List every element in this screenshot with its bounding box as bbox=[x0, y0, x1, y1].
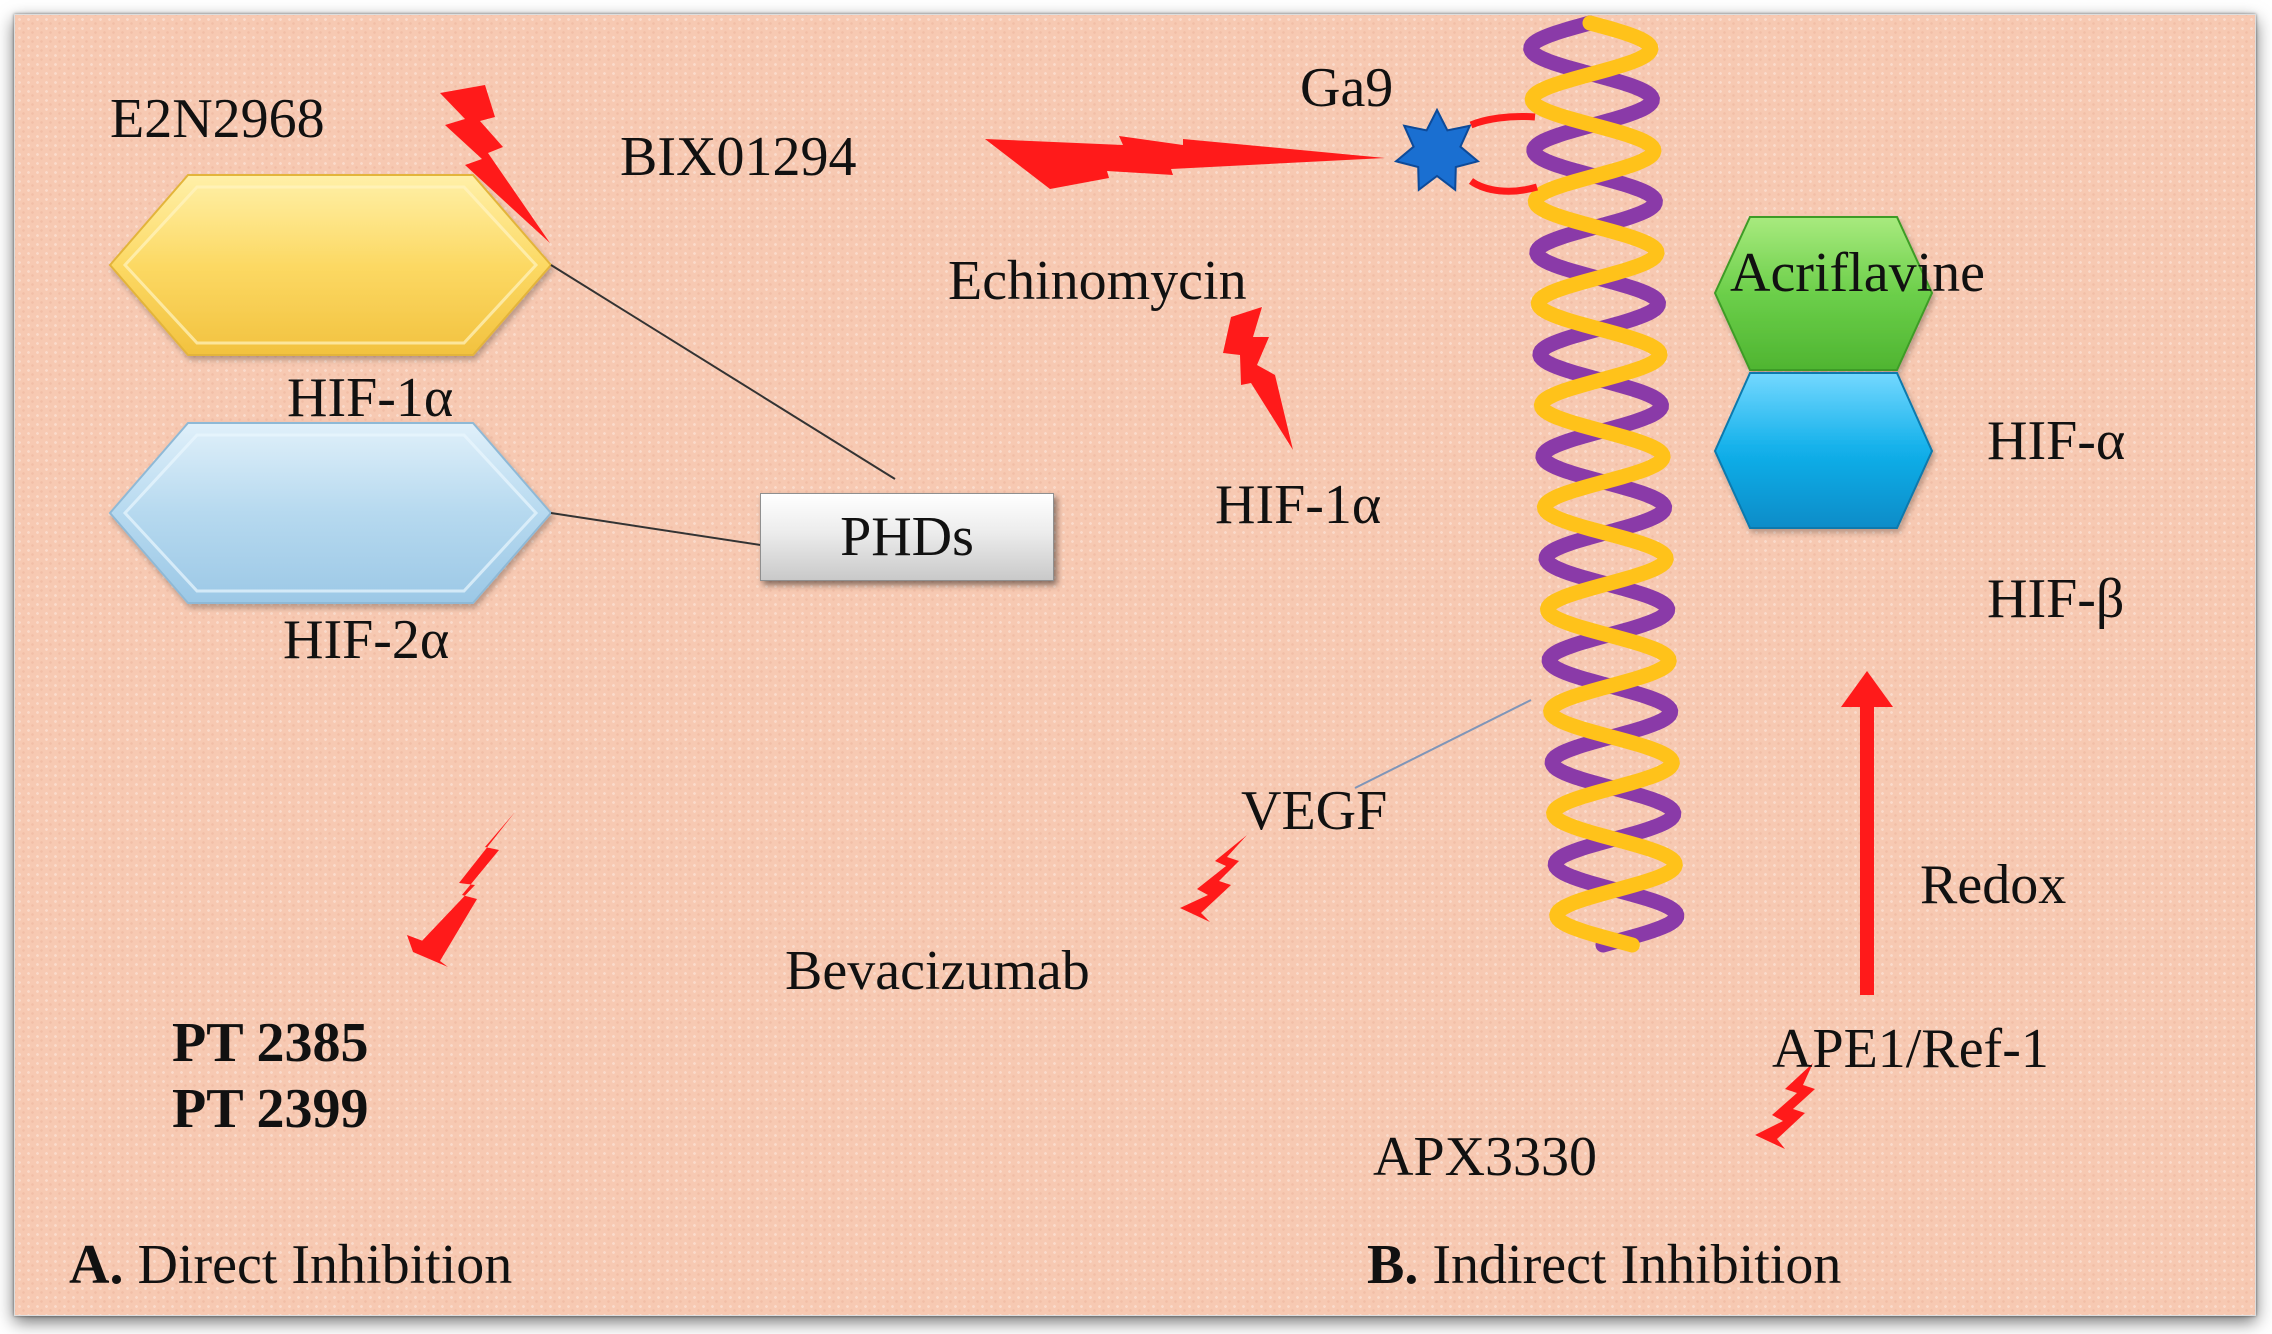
acriflavine-label: Acriflavine bbox=[1730, 242, 1985, 304]
lightning-icon-bevacizumab bbox=[1180, 835, 1247, 922]
lightning-icon-e2n2968 bbox=[440, 85, 550, 243]
phds-box: PHDs bbox=[760, 493, 1054, 581]
hif1a-label: HIF-1α bbox=[287, 367, 454, 429]
hif-alpha-hexagon bbox=[1713, 216, 1934, 371]
hif2a-label: HIF-2α bbox=[283, 609, 450, 671]
lightning-icon-apx3330 bbox=[1755, 1063, 1815, 1149]
hif1a-hexagon bbox=[108, 174, 553, 356]
hif2a-hexagon bbox=[108, 422, 553, 604]
hif1a-target-label: HIF-1α bbox=[1215, 474, 1382, 536]
section-a-title: A. Direct Inhibition bbox=[69, 1237, 512, 1293]
section-a-letter: A. bbox=[69, 1234, 124, 1296]
diagram-panel: E2N2968 BIX01294 Ga9 Echinomycin Acrifla… bbox=[14, 14, 2256, 1316]
pt2399-label: PT 2399 bbox=[172, 1078, 369, 1140]
ga9-star-icon bbox=[1393, 107, 1538, 195]
phds-label: PHDs bbox=[840, 506, 974, 568]
hif-beta-hexagon bbox=[1713, 372, 1934, 529]
dna-helix bbox=[1523, 15, 1685, 953]
dna-strand-yellow bbox=[1524, 15, 1683, 953]
section-b-text: Indirect Inhibition bbox=[1432, 1234, 1842, 1296]
redox-label: Redox bbox=[1920, 854, 2067, 916]
vegf-connector bbox=[1354, 699, 1532, 789]
lightning-icon-pt2385 bbox=[407, 812, 515, 967]
lightning-icon-echinomycin bbox=[1223, 307, 1293, 450]
bix01294-label: BIX01294 bbox=[620, 126, 857, 188]
bevacizumab-label: Bevacizumab bbox=[785, 940, 1090, 1002]
ga9-label: Ga9 bbox=[1300, 57, 1394, 119]
e2n2968-label: E2N2968 bbox=[110, 88, 325, 150]
pt2385-label: PT 2385 bbox=[172, 1012, 369, 1074]
hif-alpha-label: HIF-α bbox=[1987, 410, 2126, 472]
lightning-icon-bix01294 bbox=[985, 136, 1385, 189]
hif1a-phds-connector bbox=[550, 264, 896, 480]
redox-arrow bbox=[1841, 671, 1893, 995]
diagram-artwork bbox=[108, 15, 1934, 1149]
ape1-label: APE1/Ref-1 bbox=[1772, 1018, 2049, 1080]
section-a-text: Direct Inhibition bbox=[137, 1234, 513, 1296]
section-b-title: B. Indirect Inhibition bbox=[1367, 1237, 1841, 1293]
vegf-label: VEGF bbox=[1241, 780, 1388, 842]
echinomycin-label: Echinomycin bbox=[948, 250, 1247, 312]
section-b-letter: B. bbox=[1367, 1234, 1419, 1296]
hif-beta-label: HIF-β bbox=[1987, 568, 2125, 630]
apx3330-label: APX3330 bbox=[1373, 1126, 1598, 1188]
